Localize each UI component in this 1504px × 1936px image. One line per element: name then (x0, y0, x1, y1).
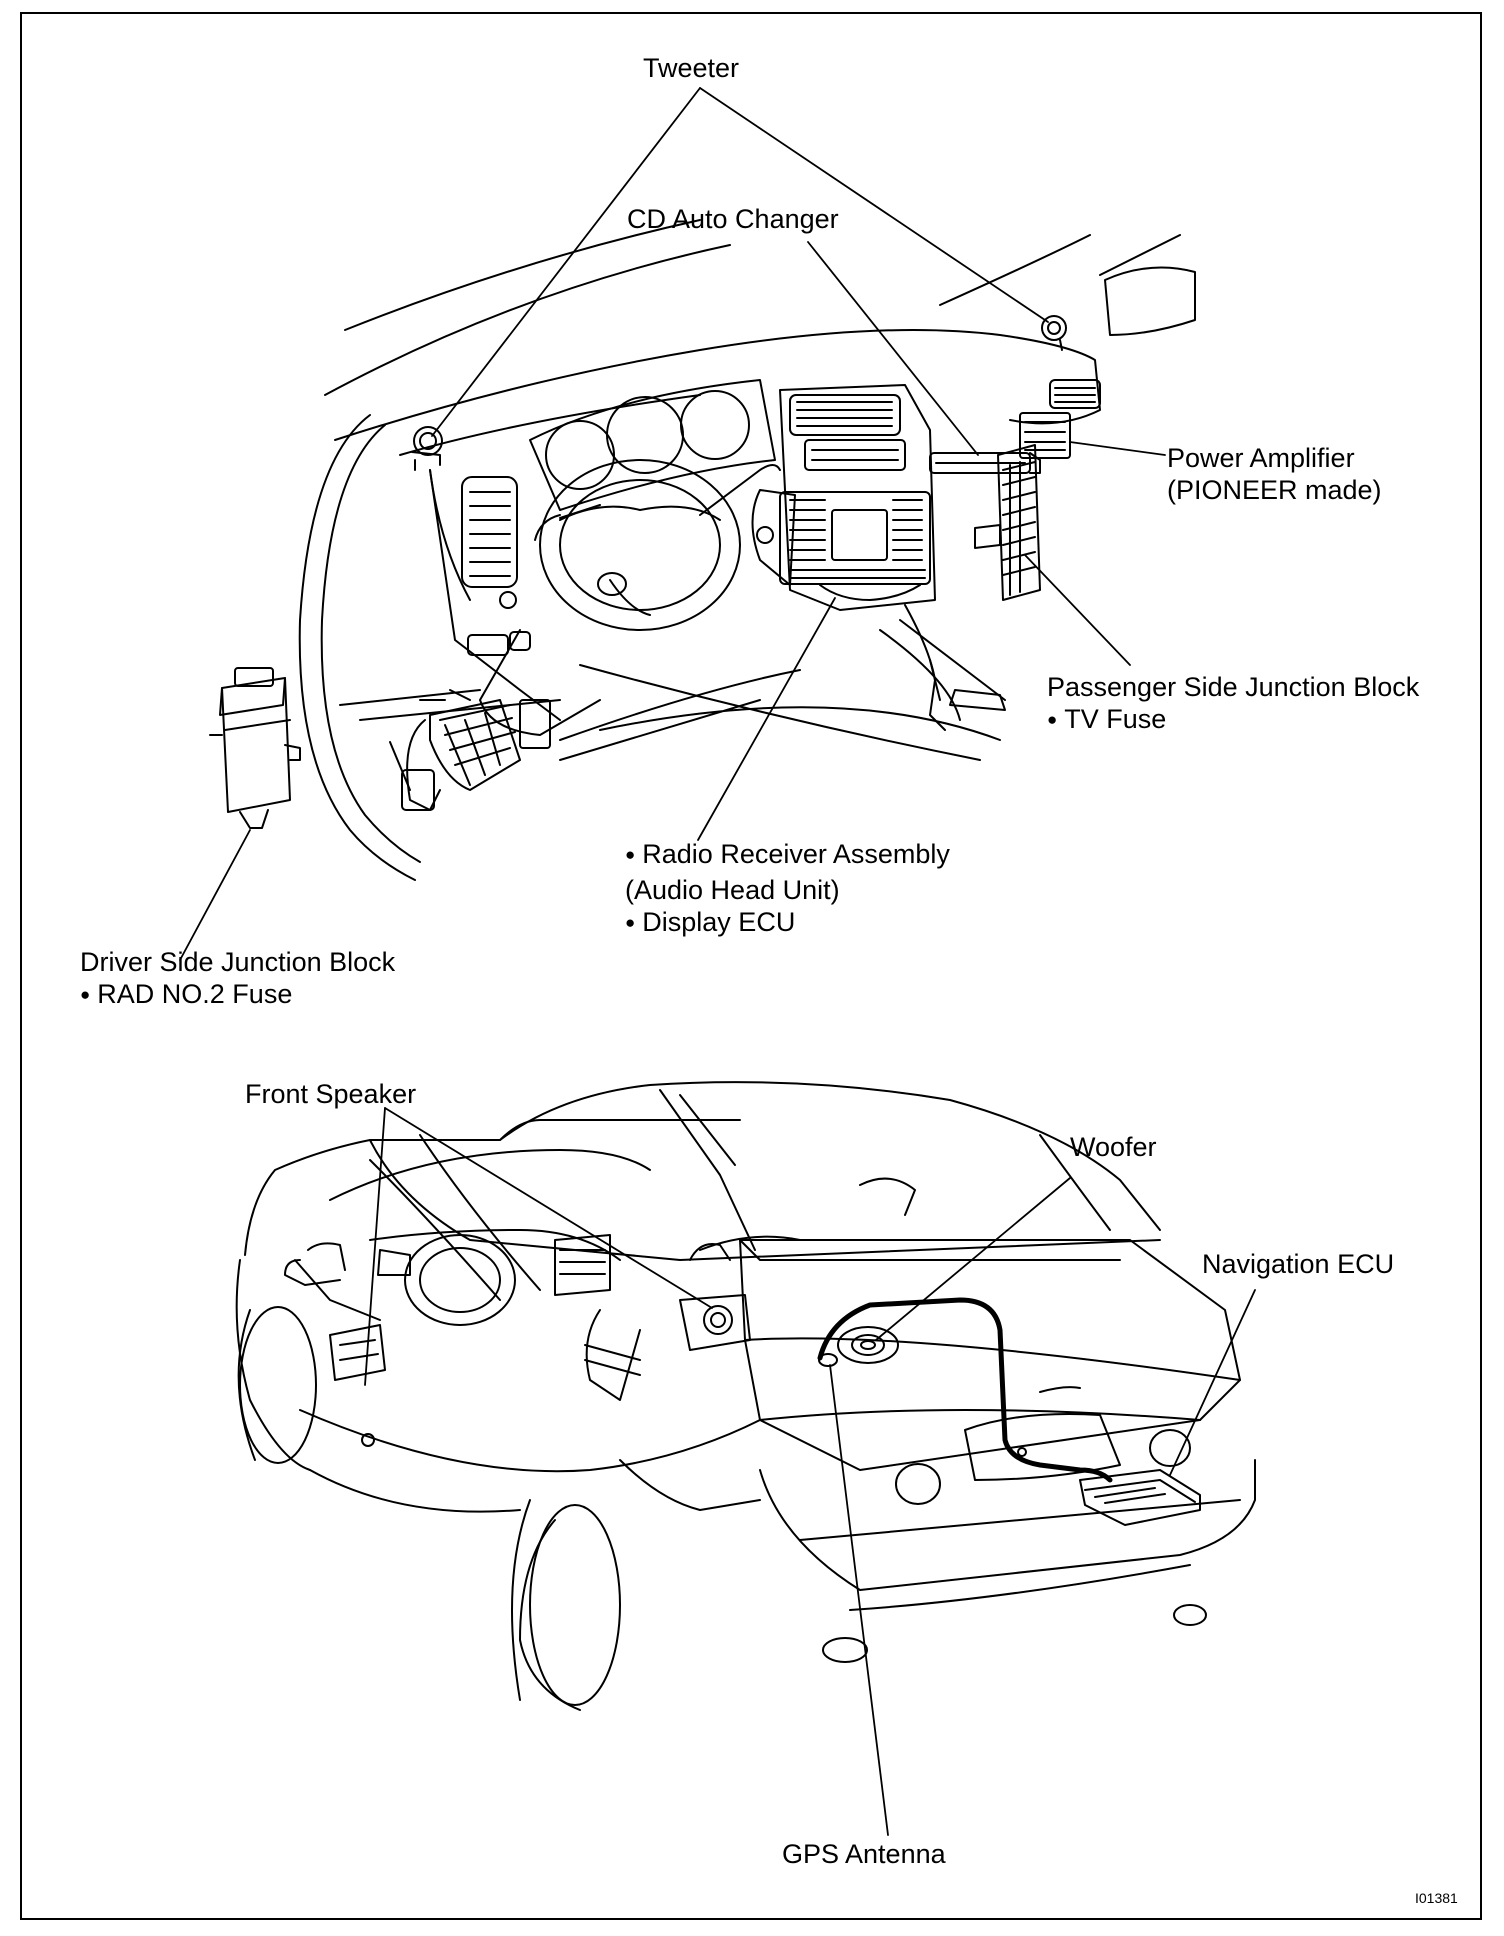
label-rad-no2-fuse: RAD NO.2 Fuse (80, 978, 395, 1014)
car-illustration (235, 1081, 1256, 1711)
label-driver-junction-block: Driver Side Junction Block RAD NO.2 Fuse (80, 946, 395, 1014)
label-cd-auto-changer: CD Auto Changer (627, 204, 839, 234)
label-gps-antenna: GPS Antenna (782, 1839, 946, 1869)
label-radio-receiver-assembly: Radio Receiver Assembly (Audio Head Unit… (625, 838, 950, 942)
label-display-ecu: Display ECU (625, 906, 950, 942)
label-passenger-junction-block: Passenger Side Junction Block TV Fuse (1047, 671, 1419, 739)
figure-id: I01381 (1415, 1890, 1458, 1906)
label-front-speaker: Front Speaker (245, 1079, 417, 1109)
label-tv-fuse: TV Fuse (1047, 703, 1419, 739)
label-radio-receiver-line2: (Audio Head Unit) (625, 875, 840, 905)
label-passenger-junction-block-line1: Passenger Side Junction Block (1047, 672, 1420, 702)
leader-lines-lower (364, 1107, 1256, 1836)
label-power-amplifier-line2: (PIONEER made) (1167, 475, 1382, 505)
diagram-frame (20, 12, 1482, 1920)
label-tweeter: Tweeter (643, 53, 740, 83)
leader-lines-upper (179, 87, 1166, 961)
label-navigation-ecu: Navigation ECU (1202, 1249, 1395, 1279)
label-woofer: Woofer (1070, 1132, 1157, 1162)
label-radio-receiver-line1: Radio Receiver Assembly (625, 838, 950, 874)
label-power-amplifier-line1: Power Amplifier (1167, 443, 1355, 473)
dashboard-illustration (209, 219, 1196, 881)
label-driver-junction-block-line1: Driver Side Junction Block (80, 947, 396, 977)
label-power-amplifier: Power Amplifier (PIONEER made) (1167, 442, 1382, 506)
